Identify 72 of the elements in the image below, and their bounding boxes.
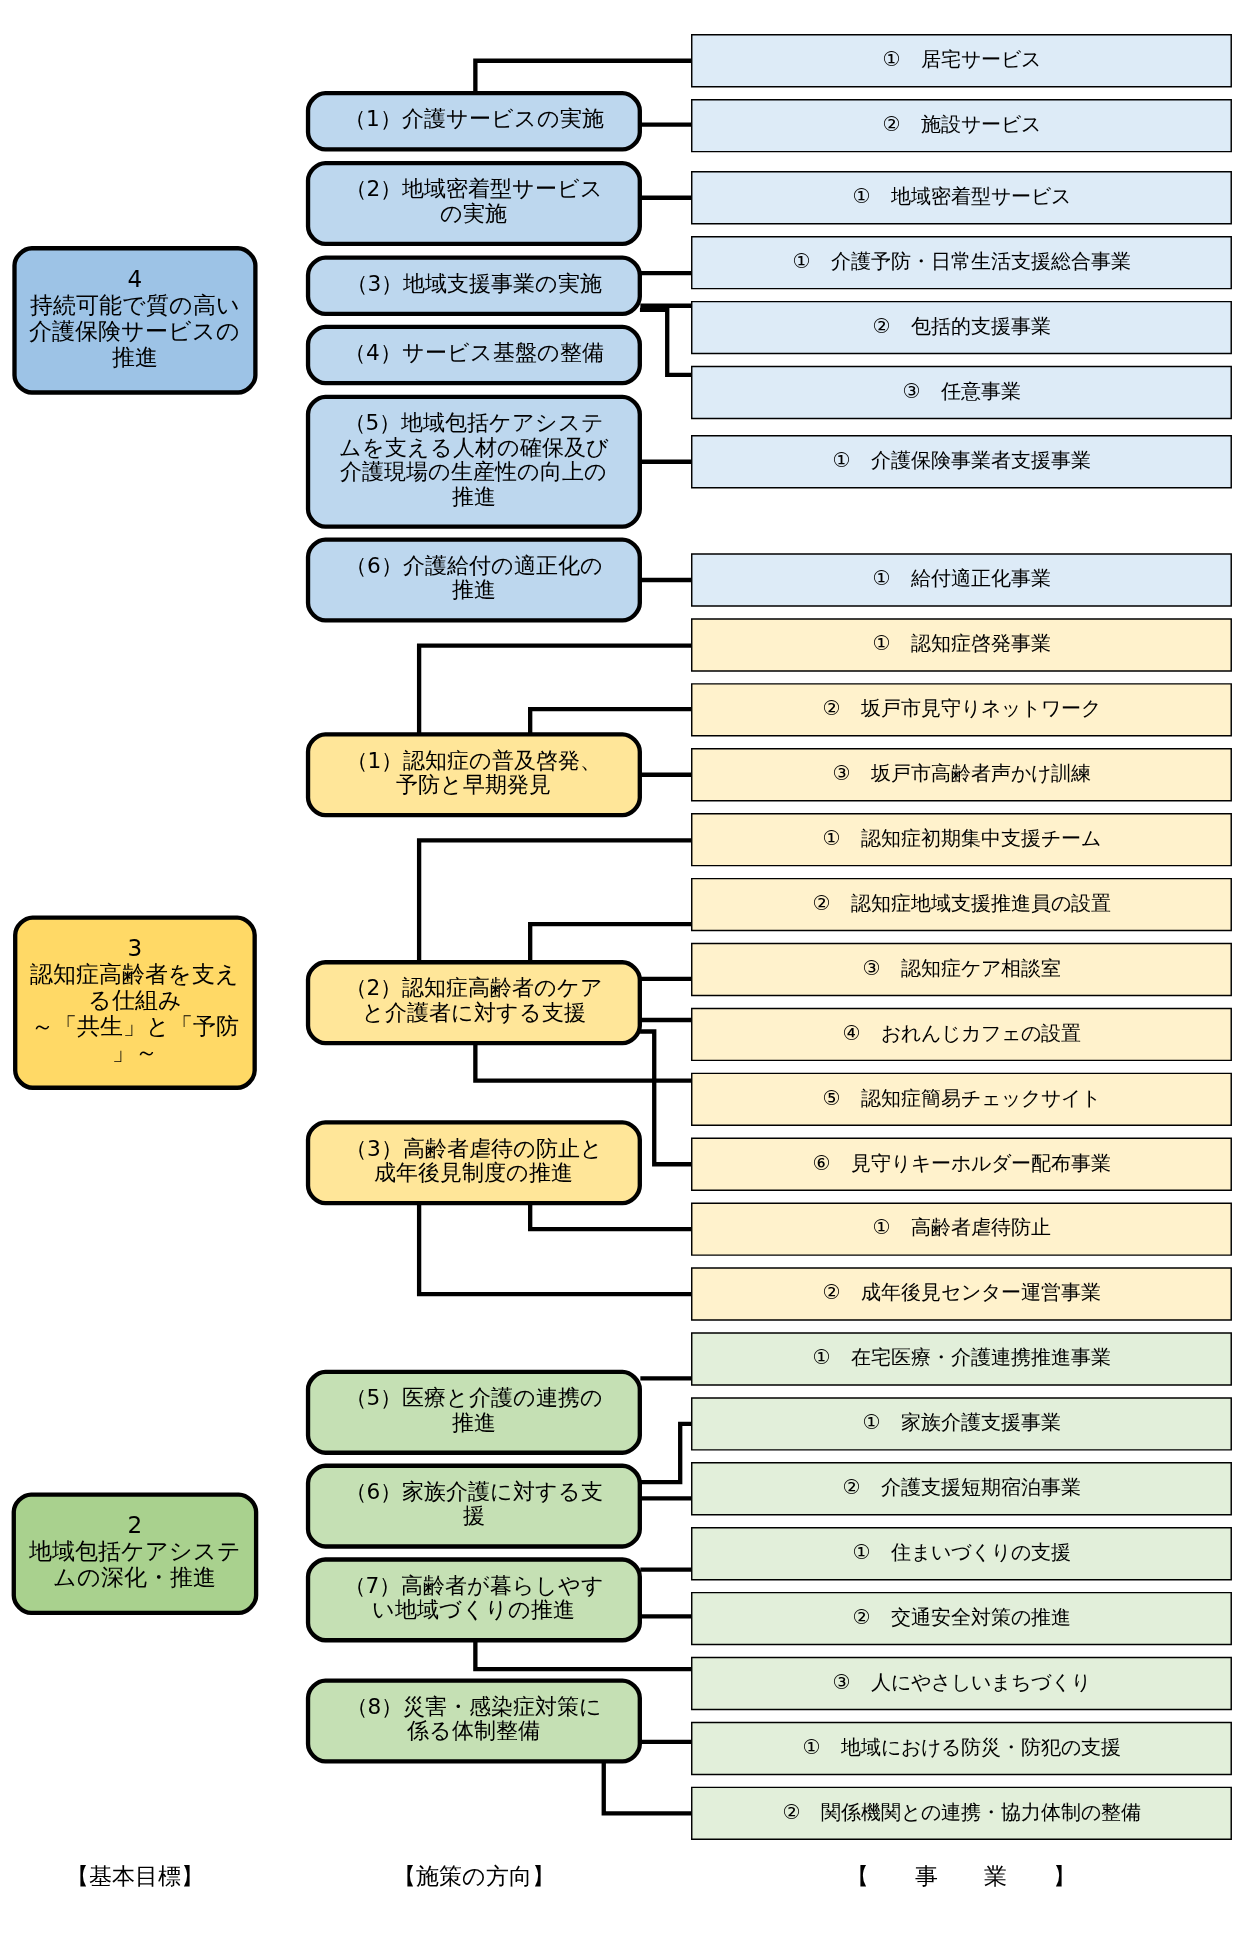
connector [640,1567,692,1572]
label: 【 事 業 】 [846,1862,1077,1889]
connector [640,1376,692,1381]
node-box: ② 坂戸市見守りネットワーク [691,683,1232,737]
node-box: ⑥ 見守りキーホルダー配布事業 [691,1137,1232,1191]
node-box: ② 包括的支援事業 [691,300,1232,355]
node-box: （1）認知症の普及啓発、予防と早期発見 [305,732,642,818]
connector [640,1496,692,1501]
label: 【基本目標】 [65,1862,204,1889]
connector [639,1421,692,1485]
node-box: 2 地域包括ケアシステムの深化・推進 [11,1492,259,1615]
node-box: ① 認知症初期集中支援チーム [691,813,1232,867]
connector [640,122,692,127]
connector [473,1043,692,1083]
node-box: ① 在宅医療・介護連携推進事業 [691,1332,1232,1386]
node-box: ① 地域密着型サービス [691,171,1232,225]
node-box: （5）医療と介護の連携の推進 [305,1369,642,1455]
node-box: （4）サービス基盤の整備 [305,324,642,386]
node-box: ③ 任意事業 [691,365,1232,420]
node-box: ② 認知症地域支援推進員の設置 [691,877,1232,932]
node-box: ① 介護保険事業者支援事業 [691,435,1232,489]
connector [528,706,692,735]
connector [528,921,692,962]
node-box: ① 認知症啓発事業 [691,618,1232,672]
connector [473,58,692,94]
node-box: ④ おれんじカフェの設置 [691,1007,1232,1062]
node-box: ① 地域における防災・防犯の支援 [691,1721,1232,1776]
label: 【施策の方向】 [392,1862,555,1889]
connector [640,976,692,982]
connector [640,270,692,276]
node-box: （7）高齢者が暮らしやすい地域づくりの推進 [305,1557,642,1643]
node-box: ③ 認知症ケア相談室 [691,942,1232,997]
connector [640,1017,692,1023]
node-box: ① 介護予防・日常生活支援総合事業 [691,236,1232,290]
connector [528,1203,692,1232]
node-box: ② 介護支援短期宿泊事業 [691,1462,1232,1516]
node-box: （3）高齢者虐待の防止と成年後見制度の推進 [305,1120,642,1206]
node-box: ② 交通安全対策の推進 [691,1591,1232,1646]
node-box: （8）災害・感染症対策に係る体制整備 [305,1678,642,1764]
node-box: （5）地域包括ケアシステムを支える人材の確保及び介護現場の生産性の向上の推進 [305,394,642,529]
node-box: ① 給付適正化事業 [691,553,1232,607]
node-box: ① 高齢者虐待防止 [691,1202,1232,1256]
connector [416,1203,692,1297]
node-box: ② 施設サービス [691,98,1232,153]
node-box: ③ 人にやさしいまちづくり [691,1656,1232,1711]
node-box: ⑤ 認知症簡易チェックサイト [691,1072,1232,1126]
node-box: ① 家族介護支援事業 [691,1397,1232,1451]
node-box: 4 持続可能で質の高い介護保険サービスの推進 [12,246,258,395]
connector [416,643,692,734]
connector [640,303,692,308]
node-box: （3）地域支援事業の実施 [305,255,642,317]
node-box: （6）介護給付の適正化の推進 [305,537,642,623]
connector [640,1029,692,1167]
node-box: ① 住まいづくりの支援 [691,1527,1232,1581]
connector [640,459,692,464]
connector [640,1614,692,1619]
node-box: ② 成年後見センター運営事業 [691,1267,1232,1321]
connector [416,838,692,963]
connector [640,195,692,200]
node-box: ① 居宅サービス [691,34,1232,88]
connector [640,772,692,777]
node-box: （2）地域密着型サービスの実施 [305,161,642,247]
node-box: ③ 坂戸市高齢者声かけ訓練 [691,748,1232,802]
node-box: （6）家族介護に対する支援 [305,1463,642,1549]
connector [640,1739,692,1745]
connector [640,577,692,583]
node-box: （2）認知症高齢者のケアと介護者に対する支援 [305,960,642,1046]
connector [601,1761,692,1816]
node-box: ② 関係機関との連携・協力体制の整備 [691,1786,1232,1841]
node-box: （1）介護サービスの実施 [305,91,642,152]
node-box: 3 認知症高齢者を支える仕組み ～「共生」と「予防」～ [13,915,257,1090]
connector [639,307,692,377]
